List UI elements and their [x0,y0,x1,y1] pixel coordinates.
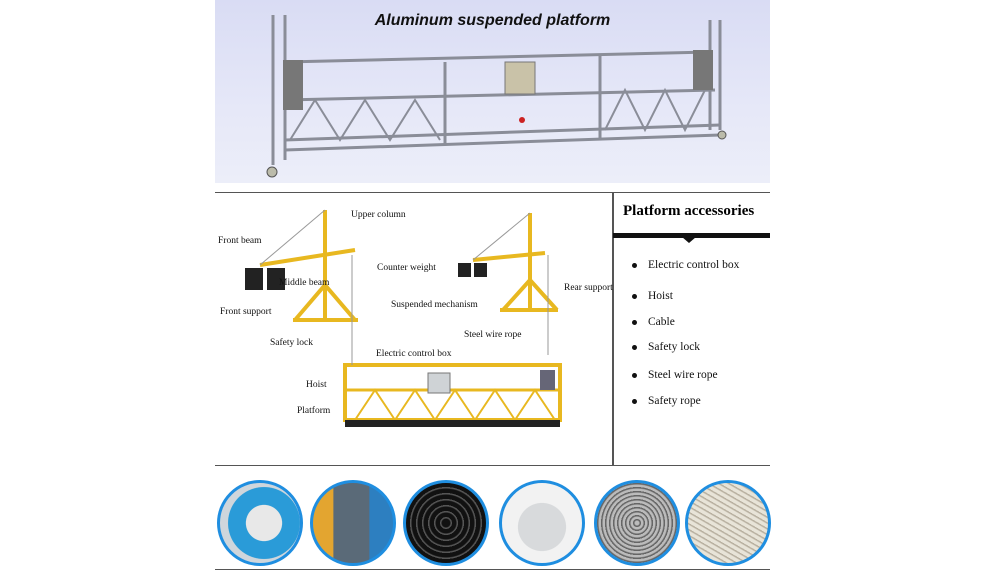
accessory-label: Electric control box [648,259,740,271]
bullet-icon [632,344,637,350]
label-middle-beam: Middle beam [279,278,330,288]
bullet-icon [632,262,637,268]
label-suspended-mechanism: Suspended mechanism [391,300,478,310]
divider [215,569,770,570]
bullet-icon [632,372,637,378]
label-hoist: Hoist [306,380,327,390]
accessory-item: Electric control box [632,259,739,271]
accessory-item: Hoist [632,290,673,302]
title-underline-bar [613,233,770,238]
label-rear-support: Rear support [564,283,613,293]
accessory-item: Steel wire rope [632,369,718,381]
down-arrow-icon [682,237,696,243]
accessory-label: Safety rope [648,395,701,407]
safety-lock-photo [499,480,585,566]
label-front-support: Front support [220,307,272,317]
divider [215,192,770,193]
aluminum-platform-image [266,15,727,178]
hoist-photo [310,480,396,566]
accessories-title: Platform accessories [623,203,755,219]
label-counter-weight: Counter weight [377,263,436,273]
accessory-label: Safety lock [648,341,701,353]
bullet-icon [632,293,637,299]
label-electric-control-box: Electric control box [376,349,452,359]
cable-photo [403,480,489,566]
suspended-platform-diagram [245,209,562,427]
accessory-label: Hoist [648,290,673,302]
divider [215,465,770,466]
accessory-item: Safety lock [632,341,700,353]
label-platform: Platform [297,406,331,416]
accessory-label: Cable [648,316,675,328]
safety-rope-photo [685,480,771,566]
accessory-item: Safety rope [632,395,701,407]
accessory-item: Cable [632,316,675,328]
hero-banner: Aluminum suspended platform [215,0,770,183]
steel-wire-rope-photo [594,480,680,566]
hero-title: Aluminum suspended platform [374,12,611,29]
label-upper-column: Upper column [351,210,406,220]
electric-control-box-photo [217,480,303,566]
label-steel-wire-rope: Steel wire rope [464,330,522,340]
divider [612,192,614,466]
label-front-beam: Front beam [218,236,262,246]
label-safety-lock: Safety lock [270,338,314,348]
bullet-icon [632,319,637,325]
bullet-icon [632,398,637,404]
accessory-label: Steel wire rope [648,369,718,381]
